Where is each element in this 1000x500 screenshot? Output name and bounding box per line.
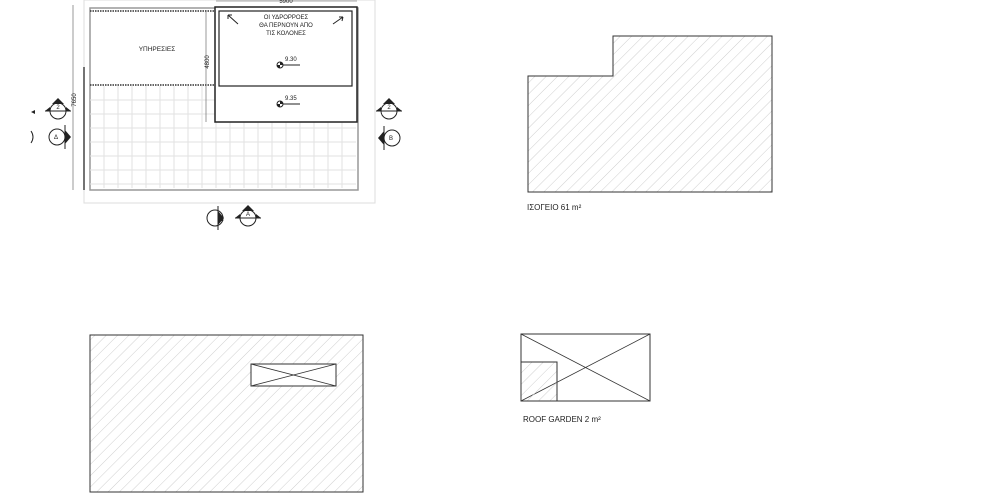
section-marker-bottom-left[interactable]: 1 [206, 206, 224, 230]
dim-height-total: 7650 [72, 93, 78, 107]
roof-plan [89, 334, 364, 493]
section-marker-bottom-right[interactable]: A [235, 205, 261, 227]
roof-area-hatched [89, 334, 364, 493]
note-line-1: ΟΙ ΥΔΡΟΡΡΟΕΣ [264, 15, 309, 21]
services-label: ΥΠΗΡΕΣΙΕΣ [139, 46, 176, 53]
svg-text:A: A [246, 212, 250, 218]
level-upper: 9.30 [285, 57, 297, 63]
ground-floor-area [527, 35, 773, 193]
floor-plan: ΥΠΗΡΕΣΙΕΣ ΟΙ ΥΔΡΟΡΡΟΕΣ ΘΑ ΠΕΡΝΟΥΝ ΑΠΟ ΤΙ… [30, 0, 402, 230]
svg-text:Δ: Δ [54, 135, 58, 141]
roof-inner-area [218, 10, 353, 87]
roof-garden-label: ROOF GARDEN 2 m² [523, 415, 601, 424]
svg-text:2: 2 [387, 105, 391, 111]
dim-width: 5900 [279, 0, 293, 5]
section-marker-left-bottom[interactable]: Δ [48, 125, 71, 149]
section-marker-right-bottom[interactable]: B [378, 126, 401, 150]
section-marker-right-top[interactable]: 2 [376, 98, 402, 120]
arrow-icon [332, 16, 344, 25]
tile-grid [90, 86, 356, 188]
ground-floor-label: ΙΣΟΓΕΙΟ 61 m² [527, 203, 582, 212]
level-lower: 9.35 [285, 96, 297, 102]
level-marker-upper: 9.30 [276, 57, 300, 69]
svg-text:1: 1 [220, 217, 224, 223]
roof-garden-plan: ROOF GARDEN 2 m² [520, 333, 651, 424]
svg-text:2: 2 [56, 105, 60, 111]
roof-garden-area [520, 361, 558, 402]
level-marker-lower: 9.35 [276, 96, 300, 108]
arrow-icon [227, 14, 239, 25]
section-marker-left-top[interactable]: 2 [45, 98, 71, 120]
ground-floor-plan: ΙΣΟΓΕΙΟ 61 m² [527, 35, 773, 212]
note-line-3: ΤΙΣ ΚΟΛΟΝΕΣ [266, 31, 306, 37]
dim-height-part: 4800 [205, 55, 211, 69]
svg-text:B: B [389, 136, 393, 142]
note-line-2: ΘΑ ΠΕΡΝΟΥΝ ΑΠΟ [259, 23, 313, 29]
